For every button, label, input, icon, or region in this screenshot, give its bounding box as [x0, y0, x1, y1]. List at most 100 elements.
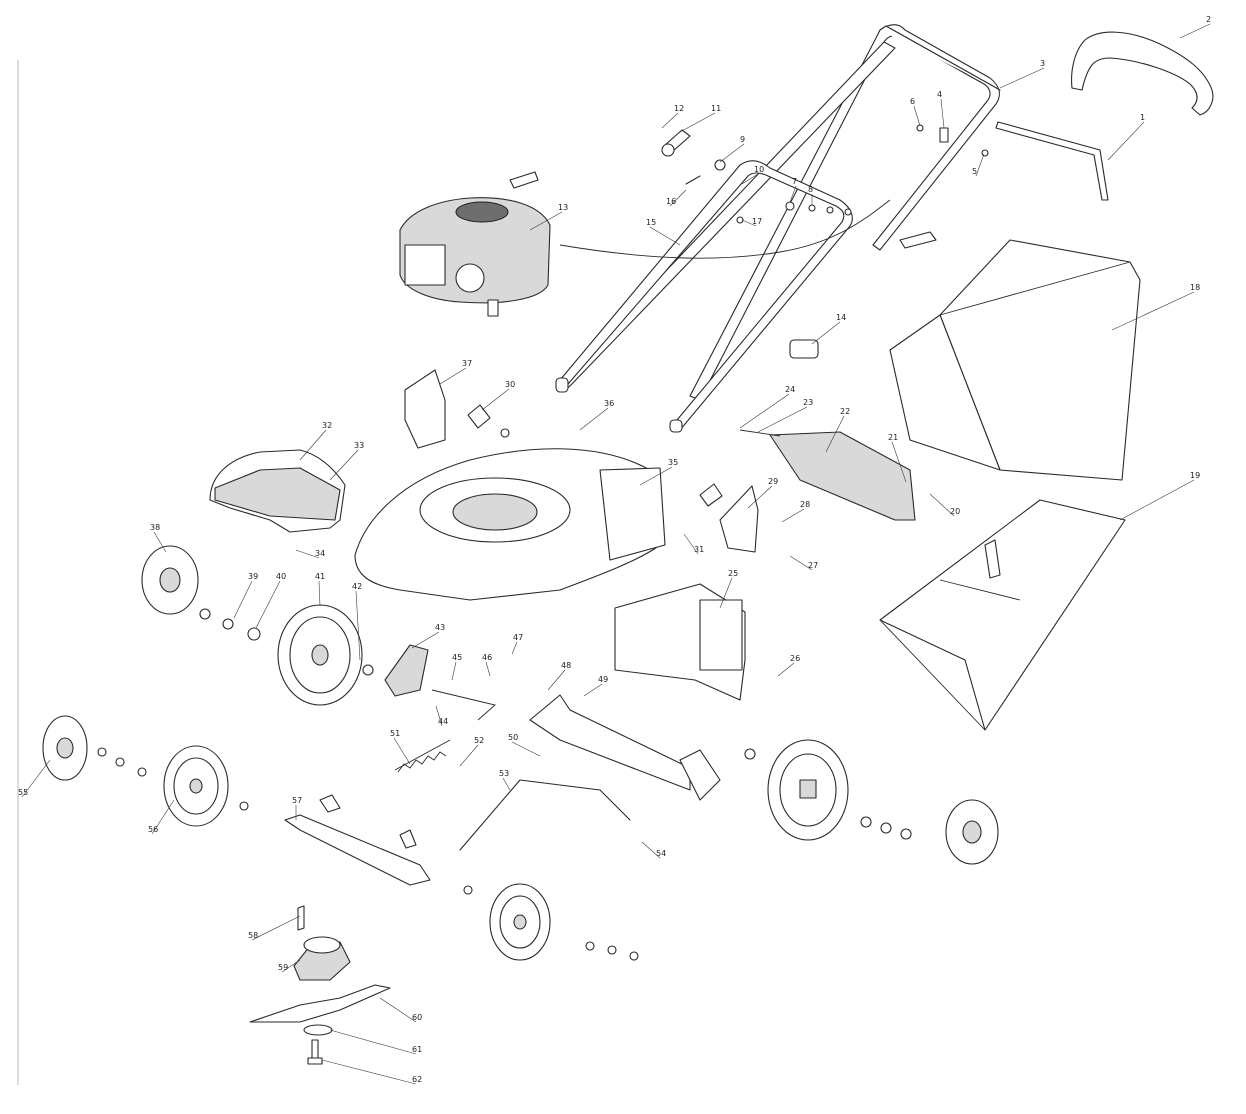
height-adjuster — [384, 644, 496, 721]
leader-line-45 — [451, 661, 457, 681]
leader-line-7 — [789, 185, 797, 203]
lower-handle — [555, 160, 853, 433]
leader-line-38 — [153, 531, 167, 553]
leader-line-4 — [940, 98, 945, 129]
upper-handle — [559, 24, 1001, 401]
leader-line-21 — [891, 441, 907, 483]
callout-30: 30 — [505, 380, 515, 389]
callout-53: 53 — [499, 769, 509, 778]
leader-line-18 — [1111, 291, 1195, 331]
callout-50: 50 — [508, 733, 518, 742]
callout-23: 23 — [803, 398, 813, 407]
callout-54: 54 — [656, 849, 666, 858]
callout-28: 28 — [800, 500, 810, 509]
leader-line-1 — [1107, 121, 1145, 161]
callout-46: 46 — [482, 653, 492, 662]
leader-line-29 — [747, 485, 773, 509]
callout-19: 19 — [1190, 471, 1200, 480]
leader-line-6 — [913, 105, 921, 127]
callout-58: 58 — [248, 931, 258, 940]
callout-12: 12 — [674, 104, 684, 113]
callout-8: 8 — [808, 185, 813, 194]
grass-bag-frame — [879, 499, 1126, 731]
blade — [249, 984, 391, 1023]
washers-right-rear — [744, 748, 912, 840]
callout-49: 49 — [598, 675, 608, 684]
leader-line-33 — [329, 449, 359, 481]
leader-line-31 — [683, 533, 699, 555]
callout-2: 2 — [1206, 15, 1211, 24]
grass-bag — [889, 239, 1141, 481]
rear-wheel-left — [277, 604, 363, 706]
leader-line-52 — [459, 744, 479, 767]
leader-line-41 — [318, 580, 321, 607]
callout-20: 20 — [950, 507, 960, 516]
leader-line-36 — [579, 407, 609, 431]
leader-line-17 — [741, 219, 757, 227]
lower-handle-bar — [995, 121, 1109, 201]
leader-line-51 — [393, 737, 411, 765]
callout-37: 37 — [462, 359, 472, 368]
callout-31: 31 — [694, 545, 704, 554]
callout-11: 11 — [711, 104, 721, 113]
callout-18: 18 — [1190, 283, 1200, 292]
hub-cap-left — [141, 545, 199, 615]
leader-line-20 — [929, 493, 955, 517]
callout-25: 25 — [728, 569, 738, 578]
callout-44: 44 — [438, 717, 448, 726]
leader-line-27 — [789, 555, 813, 571]
callout-17: 17 — [752, 217, 762, 226]
callout-47: 47 — [513, 633, 523, 642]
washer-bolt — [303, 1024, 333, 1065]
callout-38: 38 — [150, 523, 160, 532]
deck — [354, 448, 666, 601]
leader-line-13 — [529, 211, 563, 231]
callout-45: 45 — [452, 653, 462, 662]
leader-line-44 — [435, 705, 443, 727]
spring — [394, 739, 451, 773]
leader-line-19 — [1119, 479, 1195, 521]
callout-55: 55 — [18, 788, 28, 797]
leader-line-12 — [661, 112, 679, 129]
callout-61: 61 — [412, 1045, 422, 1054]
leader-line-40 — [255, 580, 281, 629]
callout-16: 16 — [666, 197, 676, 206]
callout-39: 39 — [248, 572, 258, 581]
leader-line-32 — [299, 429, 327, 461]
leader-line-5 — [975, 153, 985, 177]
leader-line-30 — [481, 388, 510, 411]
side-chute — [614, 583, 746, 701]
leader-line-42 — [355, 590, 361, 661]
callout-48: 48 — [561, 661, 571, 670]
leader-line-56 — [151, 799, 175, 835]
leader-line-49 — [583, 683, 603, 697]
leader-line-37 — [439, 367, 467, 385]
rear-cover — [209, 449, 346, 533]
engine — [399, 171, 551, 317]
blade-adapter — [293, 905, 351, 981]
callout-41: 41 — [315, 572, 325, 581]
callout-15: 15 — [646, 218, 656, 227]
leader-line-61 — [329, 1029, 417, 1055]
callout-57: 57 — [292, 796, 302, 805]
front-wheel-right — [489, 883, 551, 961]
rear-wheel-right — [767, 739, 849, 841]
callout-26: 26 — [790, 654, 800, 663]
leader-line-9 — [719, 143, 745, 163]
washers-front-left — [97, 747, 249, 811]
leader-line-10 — [741, 173, 759, 185]
callout-40: 40 — [276, 572, 286, 581]
leader-line-47 — [511, 641, 518, 655]
callout-56: 56 — [148, 825, 158, 834]
bracket-right — [699, 483, 759, 553]
callout-5: 5 — [972, 167, 977, 176]
callout-27: 27 — [808, 561, 818, 570]
callout-7: 7 — [792, 177, 797, 186]
leader-line-34 — [295, 549, 320, 559]
leader-line-22 — [825, 415, 845, 453]
callout-35: 35 — [668, 458, 678, 467]
bracket-left — [404, 369, 510, 449]
callout-51: 51 — [390, 729, 400, 738]
callout-4: 4 — [937, 90, 942, 99]
